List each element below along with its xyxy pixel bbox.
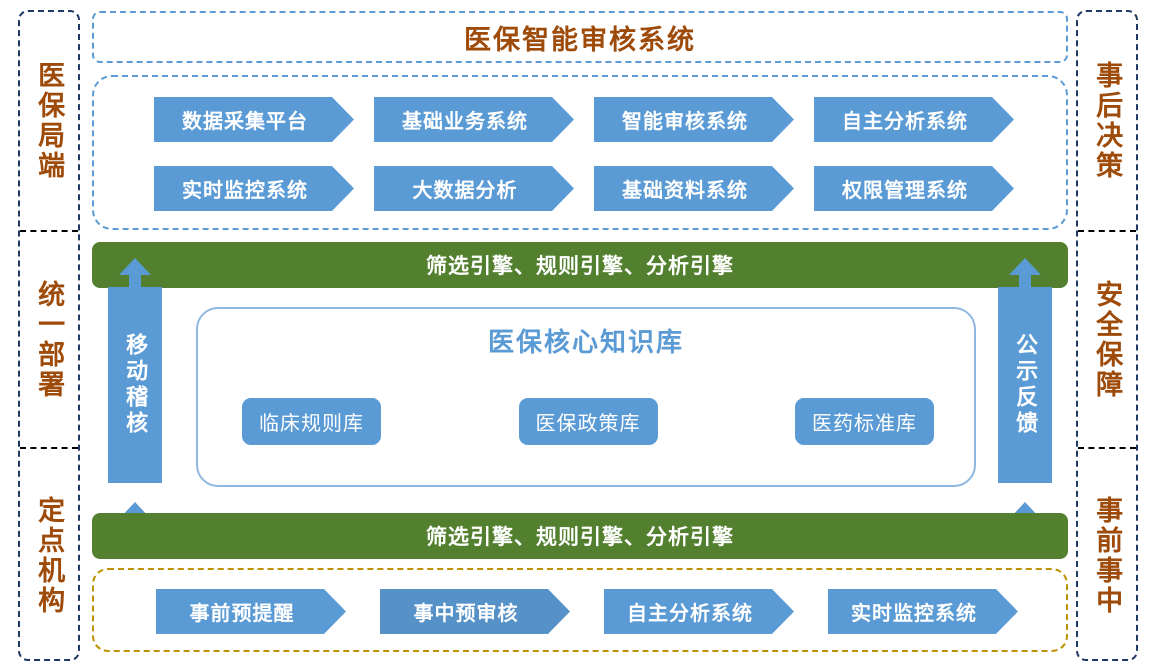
diagram-title-box: 医保智能审核系统 [92, 11, 1068, 63]
top-systems-panel: 数据采集平台 基础业务系统 智能审核系统 自主分析系统 实时监控系统 大数据分析 基础资料… [92, 75, 1068, 230]
bottom-services-panel: 事前预提醒 事中预审核 自主分析系统 实时监控系统 [92, 568, 1068, 652]
system-chevron-r2-3-label: 基础资料系统 [622, 180, 748, 202]
page-title: 医保智能审核系统 [464, 24, 696, 55]
service-chevron-3[interactable]: 自主分析系统 [604, 589, 794, 634]
system-chevron-r2-2[interactable]: 大数据分析 [374, 166, 574, 211]
system-chevron-r2-1-label: 实时监控系统 [182, 180, 308, 202]
knowledge-base-item-2[interactable]: 医保政策库 [518, 398, 658, 445]
knowledge-base-panel: 医保核心知识库 临床规则库 医保政策库 医药标准库 [196, 307, 976, 487]
system-chevron-r1-2-label: 基础业务系统 [402, 111, 528, 133]
left-rail-cell-2: 定点机构 [20, 447, 78, 663]
right-rail: 事后决策 安全保障 事前事中 [1076, 10, 1138, 661]
left-rail-cell-1: 统一部署 [20, 230, 78, 447]
service-chevron-4-label: 实时监控系统 [851, 603, 977, 625]
right-rail-label-2: 事前事中 [1092, 496, 1123, 616]
system-chevron-r1-2[interactable]: 基础业务系统 [374, 97, 574, 142]
public-feedback-label: 公示反馈 [1013, 333, 1039, 437]
system-chevron-r2-1[interactable]: 实时监控系统 [154, 166, 354, 211]
knowledge-base-item-1[interactable]: 临床规则库 [242, 398, 381, 445]
mobile-audit-label: 移动稽核 [123, 333, 149, 437]
knowledge-base-items: 临床规则库 医保政策库 医药标准库 [242, 398, 934, 445]
service-chevron-2-label: 事中预审核 [413, 603, 519, 625]
service-chevron-3-label: 自主分析系统 [627, 603, 753, 625]
knowledge-base-title: 医保核心知识库 [487, 327, 684, 357]
top-systems-row-2: 实时监控系统 大数据分析 基础资料系统 权限管理系统 [94, 166, 1066, 211]
system-chevron-r1-3-label: 智能审核系统 [622, 111, 748, 133]
engine-bar-bottom: 筛选引擎、规则引擎、分析引擎 [92, 513, 1068, 559]
engine-bar-top: 筛选引擎、规则引擎、分析引擎 [92, 242, 1068, 288]
engine-bar-top-label: 筛选引擎、规则引擎、分析引擎 [426, 255, 734, 278]
left-rail-label-2: 定点机构 [34, 496, 65, 616]
system-chevron-r1-4-label: 自主分析系统 [842, 111, 968, 133]
right-rail-label-0: 事后决策 [1092, 61, 1123, 181]
knowledge-base-item-3[interactable]: 医药标准库 [795, 398, 934, 445]
left-rail-cell-0: 医保局端 [20, 12, 78, 230]
public-feedback-column: 公示反馈 [998, 287, 1052, 483]
system-chevron-r1-4[interactable]: 自主分析系统 [814, 97, 1014, 142]
double-arrow-icon-top-left [116, 258, 154, 304]
system-chevron-r2-4-label: 权限管理系统 [842, 180, 968, 202]
system-chevron-r2-4[interactable]: 权限管理系统 [814, 166, 1014, 211]
right-rail-cell-2: 事前事中 [1078, 447, 1136, 663]
right-rail-cell-0: 事后决策 [1078, 12, 1136, 230]
top-systems-row-1: 数据采集平台 基础业务系统 智能审核系统 自主分析系统 [94, 97, 1066, 142]
service-chevron-1-label: 事前预提醒 [189, 603, 295, 625]
system-chevron-r2-3[interactable]: 基础资料系统 [594, 166, 794, 211]
bottom-services-row: 事前预提醒 事中预审核 自主分析系统 实时监控系统 [94, 589, 1066, 634]
engine-bar-bottom-label: 筛选引擎、规则引擎、分析引擎 [426, 526, 734, 549]
double-arrow-icon-top-right [1006, 258, 1044, 304]
left-rail-label-1: 统一部署 [34, 279, 65, 400]
service-chevron-1[interactable]: 事前预提醒 [156, 589, 346, 634]
service-chevron-2[interactable]: 事中预审核 [380, 589, 570, 634]
system-chevron-r2-2-label: 大数据分析 [412, 180, 518, 202]
system-chevron-r1-1-label: 数据采集平台 [182, 111, 308, 133]
service-chevron-4[interactable]: 实时监控系统 [828, 589, 1018, 634]
right-rail-label-1: 安全保障 [1092, 279, 1123, 400]
left-rail: 医保局端 统一部署 定点机构 [18, 10, 80, 661]
system-chevron-r1-3[interactable]: 智能审核系统 [594, 97, 794, 142]
system-chevron-r1-1[interactable]: 数据采集平台 [154, 97, 354, 142]
left-rail-label-0: 医保局端 [34, 61, 65, 181]
mobile-audit-column: 移动稽核 [108, 287, 162, 483]
right-rail-cell-1: 安全保障 [1078, 230, 1136, 447]
